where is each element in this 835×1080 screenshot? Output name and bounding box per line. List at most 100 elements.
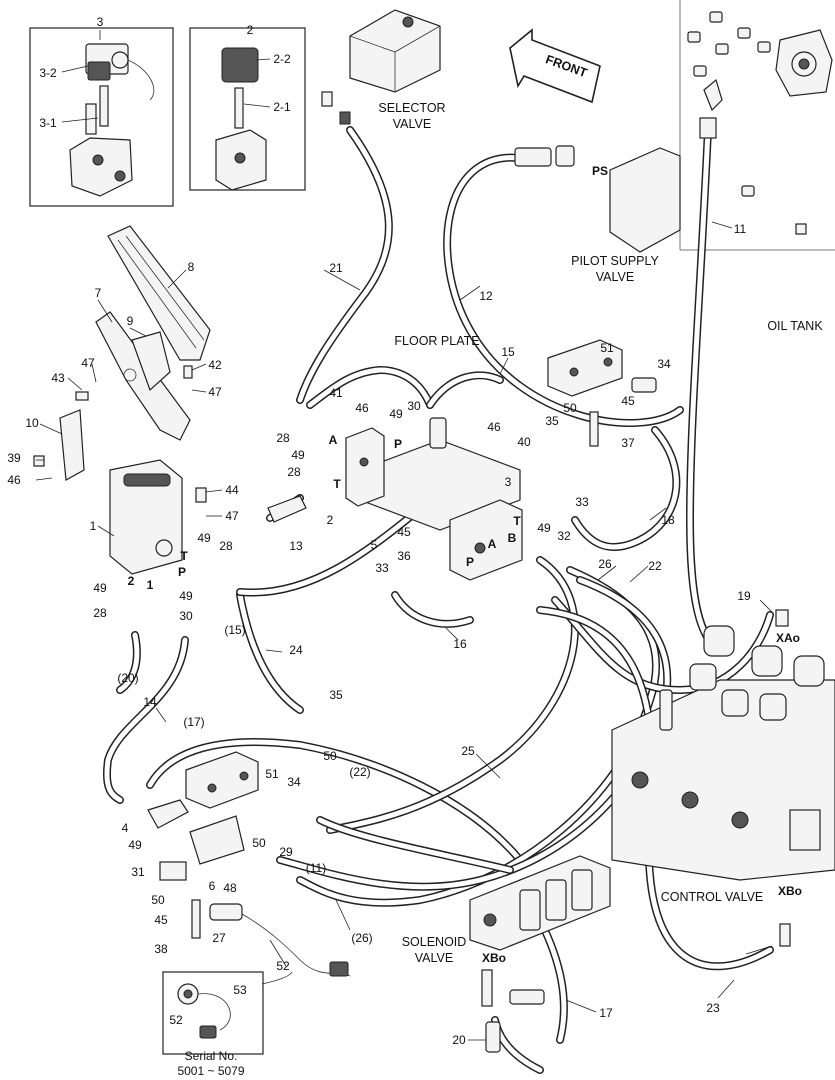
- callout-17p: (17): [183, 715, 204, 729]
- port-1: 1: [147, 578, 154, 592]
- callout-9: 9: [127, 314, 134, 328]
- callout-49d: 49: [128, 838, 142, 852]
- callout-51a: 51: [265, 767, 279, 781]
- callout-26: 26: [598, 557, 612, 571]
- callout-21: 21: [329, 261, 343, 275]
- callout-4: 4: [122, 821, 129, 835]
- port-a-valve: A: [488, 537, 497, 551]
- callout-2-1: 2-1: [273, 100, 291, 114]
- port-t-pedal: T: [180, 549, 188, 563]
- callout-35a: 35: [329, 688, 343, 702]
- callout-34a: 34: [287, 775, 301, 789]
- inset-box-2: [189, 27, 306, 191]
- callout-11p: (11): [306, 861, 326, 875]
- hose-lines: [103, 126, 774, 1074]
- solenoid-valve: [469, 855, 611, 1053]
- callout-36: 36: [397, 549, 411, 563]
- manifold-block-lower: [147, 751, 351, 977]
- callout-49f: 49: [291, 448, 305, 462]
- callout-29: 29: [279, 845, 293, 859]
- manifold-block-upper: [547, 339, 657, 447]
- callout-16: 16: [453, 637, 467, 651]
- callout-15p: (15): [224, 623, 245, 637]
- callout-34b: 34: [657, 357, 671, 371]
- callout-5: 5: [371, 538, 378, 552]
- callout-15: 15: [501, 345, 515, 359]
- callout-1a: 1: [90, 519, 97, 533]
- callout-38: 38: [154, 942, 168, 956]
- callout-35b: 35: [545, 414, 559, 428]
- callout-2-2: 2-2: [273, 52, 291, 66]
- caption-pilot-supply-line1: PILOT SUPPLY: [571, 254, 659, 268]
- captions: SELECTOR VALVE FRONT PILOT SUPPLY VALVE …: [177, 52, 823, 1078]
- callout-24: 24: [289, 643, 303, 657]
- callout-47b: 47: [208, 385, 222, 399]
- callout-2: 2: [247, 23, 254, 37]
- callout-26p: (26): [351, 931, 372, 945]
- callout-8: 8: [188, 260, 195, 274]
- port-xao: XAo: [776, 631, 800, 645]
- floor-plate-assembly: [267, 417, 523, 581]
- port-ps: PS: [592, 164, 608, 178]
- callout-20: 20: [452, 1033, 466, 1047]
- callout-48: 48: [223, 881, 237, 895]
- caption-serial-line1: Serial No.: [185, 1049, 238, 1063]
- callout-47a: 47: [81, 356, 95, 370]
- caption-control-valve: CONTROL VALVE: [661, 890, 764, 904]
- callout-30b: 30: [407, 399, 421, 413]
- callout-41: 41: [329, 386, 343, 400]
- callout-49a: 49: [197, 531, 211, 545]
- callout-44: 44: [225, 483, 239, 497]
- callout-11: 11: [734, 222, 747, 236]
- callout-27: 27: [212, 931, 226, 945]
- port-labels: PS XAo XBo XBo P T P T A T B A P 1 2: [128, 164, 802, 965]
- callout-20p: (20): [117, 671, 138, 685]
- callout-49g: 49: [537, 521, 551, 535]
- port-b-valve: B: [508, 531, 517, 545]
- callout-10: 10: [25, 416, 39, 430]
- callout-numbers: 3 3-2 3-1 2 2-2 2-1 8 7 9 47 43 42 47 10…: [7, 15, 751, 1047]
- callout-28b: 28: [93, 606, 107, 620]
- callout-45c: 45: [621, 394, 635, 408]
- callout-49e: 49: [389, 407, 403, 421]
- port-xbo-solenoid: XBo: [482, 951, 506, 965]
- leader-lines: [35, 30, 773, 1041]
- pedal-assembly: [33, 225, 211, 575]
- callout-46c: 46: [487, 420, 501, 434]
- caption-selector-valve-line1: SELECTOR: [378, 101, 445, 115]
- callout-3: 3: [97, 15, 104, 29]
- callout-45b: 45: [397, 525, 411, 539]
- pilot-supply-valve: [514, 78, 723, 253]
- callout-14: 14: [143, 695, 157, 709]
- serial-inset: [162, 971, 293, 1055]
- port-xbo-right: XBo: [778, 884, 802, 898]
- callout-13: 13: [289, 539, 303, 553]
- callout-22p: (22): [349, 765, 370, 779]
- callout-50c: 50: [151, 893, 165, 907]
- caption-selector-valve-line2: VALVE: [393, 117, 431, 131]
- callout-33a: 33: [375, 561, 389, 575]
- callout-33b: 33: [575, 495, 589, 509]
- callout-28c: 28: [276, 431, 290, 445]
- callout-3-1: 3-1: [39, 116, 57, 130]
- port-t-floor: T: [333, 477, 341, 491]
- port-a-floor: A: [329, 433, 338, 447]
- callout-17: 17: [599, 1006, 613, 1020]
- callout-6: 6: [209, 879, 216, 893]
- port-t-valve: T: [513, 514, 521, 528]
- oil-tank-outline: [679, 0, 835, 251]
- port-p-valve: P: [466, 555, 474, 569]
- caption-solenoid-line2: VALVE: [415, 951, 453, 965]
- caption-solenoid-line1: SOLENOID: [402, 935, 467, 949]
- front-arrow: [509, 28, 601, 104]
- control-valve: [611, 609, 835, 947]
- callout-3b: 3: [505, 475, 512, 489]
- caption-oil-tank: OIL TANK: [767, 319, 823, 333]
- caption-pilot-supply-line2: VALVE: [596, 270, 634, 284]
- port-p-pedal: P: [178, 565, 186, 579]
- callout-46b: 46: [355, 401, 369, 415]
- port-p-floor: P: [394, 437, 402, 451]
- callout-51b: 51: [600, 341, 614, 355]
- callout-50b: 50: [252, 836, 266, 850]
- callout-19: 19: [737, 589, 751, 603]
